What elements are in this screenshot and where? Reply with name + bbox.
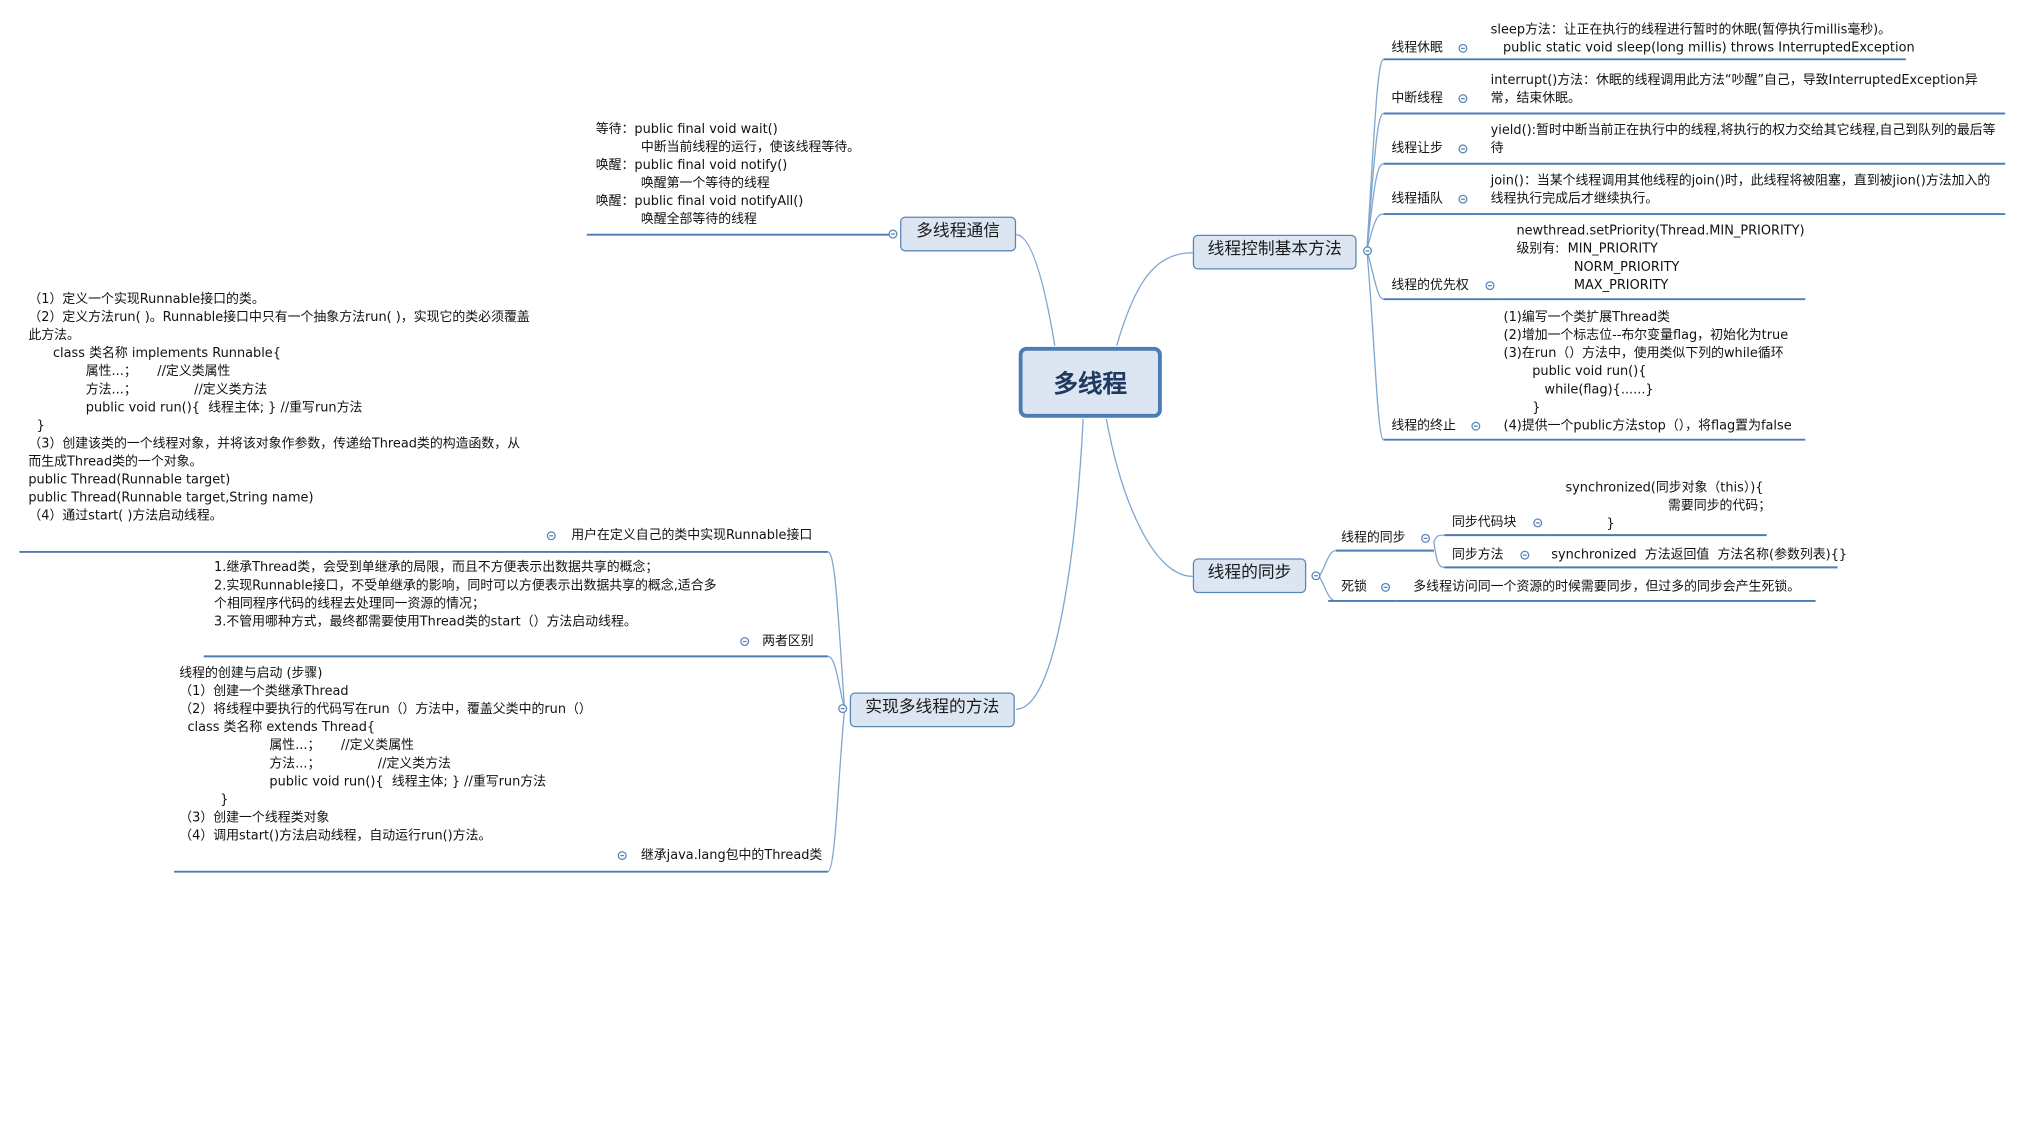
label-runnable[interactable]: 用户在定义自己的类中实现Runnable接口 xyxy=(571,528,813,543)
collapse-sync-block-icon[interactable] xyxy=(1533,518,1543,528)
collapse-sync-method-icon[interactable] xyxy=(1520,550,1530,560)
collapse-sleep-icon[interactable] xyxy=(1458,43,1468,53)
label-interrupt[interactable]: 中断线程 xyxy=(1391,91,1443,106)
collapse-deadlock-icon[interactable] xyxy=(1381,582,1391,592)
label-thread-class[interactable]: 继承java.lang包中的Thread类 xyxy=(640,848,823,863)
runnable-text: （1）定义一个实现Runnable接口的类。（2）定义方法run( )。Runn… xyxy=(28,292,530,524)
topic-thread-control[interactable]: 线程控制基本方法 xyxy=(1192,234,1357,270)
thread-class-text: 线程的创建与启动 (步骤)（1）创建一个类继承Thread（2）将线程中要执行的… xyxy=(179,666,592,844)
label-sleep[interactable]: 线程休眠 xyxy=(1391,41,1443,56)
collapse-sync-icon[interactable] xyxy=(1311,571,1321,581)
collapse-thread-class-icon[interactable] xyxy=(617,851,627,861)
label-sync-block[interactable]: 同步代码块 xyxy=(1451,515,1517,530)
sync-method-text: synchronized 方法返回值 方法名称(参数列表){} xyxy=(1551,548,1848,563)
collapse-interrupt-icon[interactable] xyxy=(1458,94,1468,104)
topic-thread-sync[interactable]: 线程的同步 xyxy=(1192,558,1307,594)
label-yield[interactable]: 线程让步 xyxy=(1391,141,1443,157)
label-sync-method[interactable]: 同步方法 xyxy=(1451,548,1504,563)
collapse-priority-icon[interactable] xyxy=(1485,281,1495,291)
deadlock-text: 多线程访问同一个资源的时候需要同步，但过多的同步会产生死锁。 xyxy=(1413,580,1801,595)
collapse-yield-icon[interactable] xyxy=(1458,144,1468,154)
collapse-thread-sync-icon[interactable] xyxy=(1421,533,1431,543)
connector-lines xyxy=(19,58,2006,873)
sleep-text: sleep方法：让正在执行的线程进行暂时的休眠(暂停执行millis毫秒)。 p… xyxy=(1490,23,1915,56)
collapse-control-icon[interactable] xyxy=(1363,246,1373,256)
label-deadlock[interactable]: 死锁 xyxy=(1341,580,1367,595)
central-topic[interactable]: 多线程 xyxy=(1018,346,1162,418)
communication-text: 等待：public final void wait() 中断当前线程的运行，使该… xyxy=(595,122,861,227)
label-thread-sync[interactable]: 线程的同步 xyxy=(1341,531,1406,546)
yield-text: yield():暂时中断当前正在执行中的线程,将执行的权力交给其它线程,自己到队… xyxy=(1490,123,1996,157)
topic-thread-communication[interactable]: 多线程通信 xyxy=(900,216,1017,252)
collapse-impl-icon[interactable] xyxy=(838,704,848,714)
collapse-stop-icon[interactable] xyxy=(1471,421,1481,431)
topic-implement-multithread[interactable]: 实现多线程的方法 xyxy=(849,692,1015,728)
collapse-runnable-icon[interactable] xyxy=(546,531,556,541)
interrupt-text: interrupt()方法：休眠的线程调用此方法“吵醒”自己，导致Interru… xyxy=(1490,73,1978,106)
label-join[interactable]: 线程插队 xyxy=(1391,192,1443,207)
label-stop[interactable]: 线程的终止 xyxy=(1391,419,1456,434)
label-diff[interactable]: 两者区别 xyxy=(762,634,814,649)
sync-block-text: synchronized(同步对象（this）){ 需要同步的代码； } xyxy=(1565,480,1772,532)
join-text: join()：当某个线程调用其他线程的join()时，此线程将被阻塞，直到被ji… xyxy=(1490,174,1991,207)
collapse-diff-icon[interactable] xyxy=(740,637,750,647)
diff-text: 1.继承Thread类，会受到单继承的局限，而且不方便表示出数据共享的概念；2.… xyxy=(214,560,717,630)
priority-text: newthread.setPriority(Thread.MIN_PRIORIT… xyxy=(1516,224,1805,293)
stop-text: (1)编写一个类扩展Thread类(2)增加一个标志位--布尔变量flag，初始… xyxy=(1503,310,1792,434)
collapse-comm-icon[interactable] xyxy=(888,229,898,239)
label-priority[interactable]: 线程的优先权 xyxy=(1391,278,1469,293)
collapse-join-icon[interactable] xyxy=(1458,194,1468,204)
